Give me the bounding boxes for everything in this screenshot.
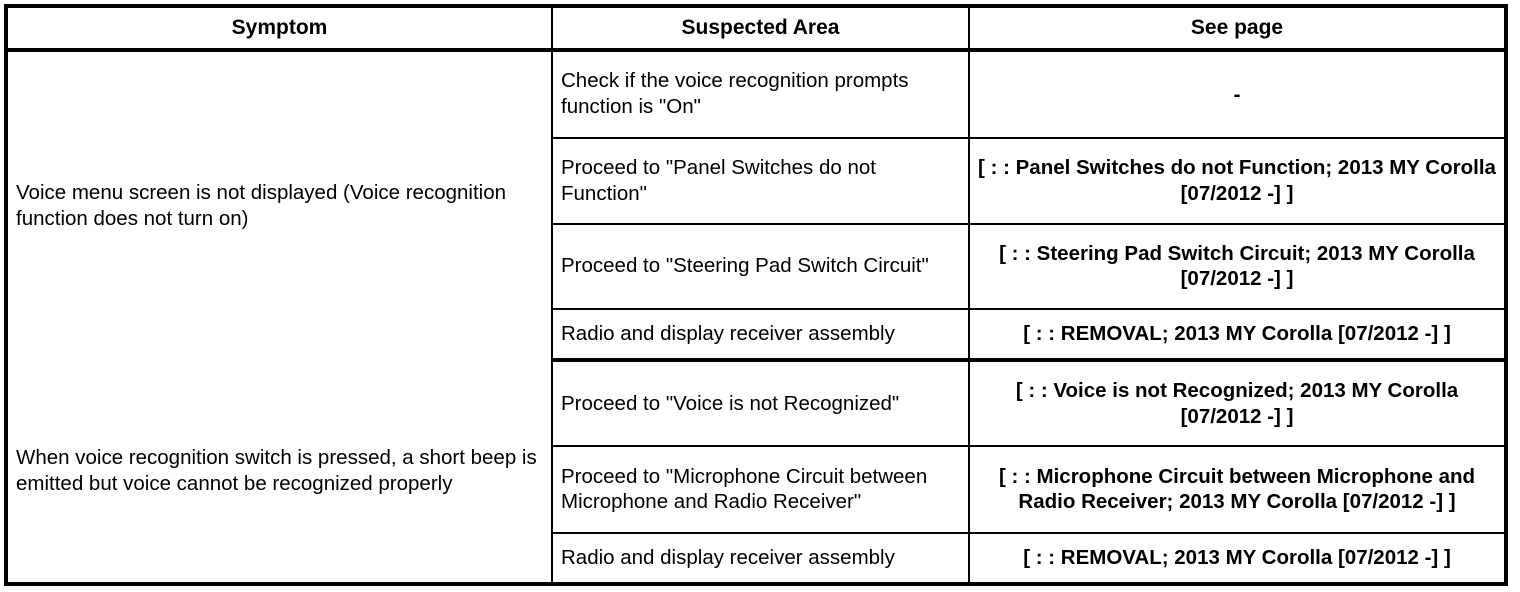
suspected-area-cell: Check if the voice recognition prompts f… [552, 50, 970, 139]
table-header-row: Symptom Suspected Area See page [6, 6, 1506, 52]
diagnostic-trouble-table: Symptom Suspected Area See page Voice me… [4, 4, 1508, 586]
table-body: Voice menu screen is not displayed (Voic… [6, 50, 1506, 584]
table-header: Symptom Suspected Area See page [6, 6, 1506, 52]
diagnostic-trouble-table-container: Symptom Suspected Area See page Voice me… [4, 4, 1508, 586]
table-row: When voice recognition switch is pressed… [6, 360, 1506, 584]
see-page-cell: [ : : Voice is not Recognized; 2013 MY C… [969, 360, 1506, 448]
symptom-cell-1: Voice menu screen is not displayed (Voic… [6, 50, 553, 361]
table-row: Proceed to "Panel Switches do not Functi… [6, 137, 1506, 225]
suspected-area-cell: Proceed to "Voice is not Recognized" [552, 360, 970, 448]
table-row: Radio and display receiver assembly [ : … [6, 532, 1506, 584]
table-row: Radio and display receiver assembly [ : … [6, 308, 1506, 363]
see-page-cell: [ : : REMOVAL; 2013 MY Corolla [07/2012 … [1023, 546, 1451, 570]
see-page-cell: [ : : Panel Switches do not Function; 20… [969, 137, 1506, 225]
see-page-cell: - [969, 50, 1506, 139]
table-row: Voice menu screen is not displayed (Voic… [6, 50, 1506, 361]
symptom-cell-2: When voice recognition switch is pressed… [6, 360, 553, 584]
column-header-symptom: Symptom [6, 6, 553, 52]
see-page-cell: [ : : Steering Pad Switch Circuit; 2013 … [969, 223, 1506, 310]
suspected-area-cell: Proceed to "Microphone Circuit between M… [552, 446, 970, 534]
table-row: Proceed to "Microphone Circuit between M… [6, 446, 1506, 534]
see-page-cell: [ : : REMOVAL; 2013 MY Corolla [07/2012 … [969, 308, 1506, 363]
see-page-cell: [ : : Microphone Circuit between Microph… [969, 446, 1506, 534]
suspected-area-cell: Proceed to "Steering Pad Switch Circuit" [552, 223, 970, 310]
suspected-area-cell: Radio and display receiver assembly [552, 532, 970, 584]
column-header-suspected-area: Suspected Area [552, 6, 970, 52]
column-header-see-page: See page [969, 6, 1506, 52]
table-row: Proceed to "Steering Pad Switch Circuit"… [6, 223, 1506, 310]
suspected-area-cell: Radio and display receiver assembly [552, 308, 970, 363]
suspected-area-cell: Proceed to "Panel Switches do not Functi… [552, 137, 970, 225]
